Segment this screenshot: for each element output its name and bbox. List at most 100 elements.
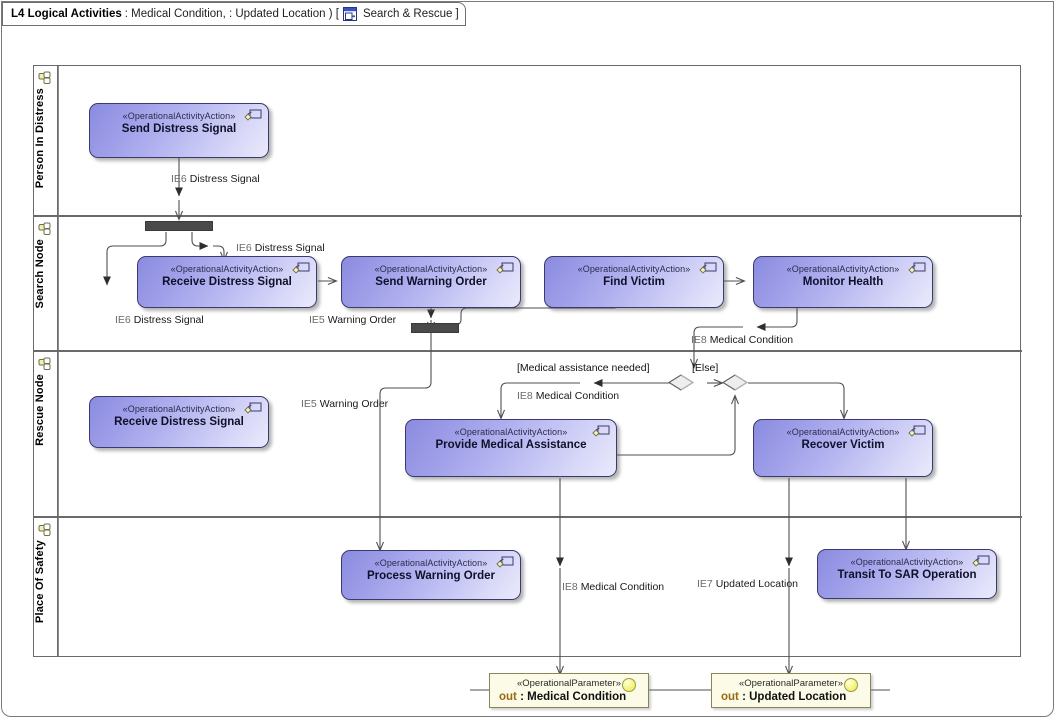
action-label: Find Victim xyxy=(603,276,665,288)
swimlane-divider xyxy=(58,518,62,656)
behavior-badge-icon xyxy=(242,109,262,125)
action-send-distress-signal[interactable]: «OperationalActivityAction» Send Distres… xyxy=(89,103,269,158)
parameter-direction: out xyxy=(721,691,739,703)
swimlane-header-rescue-node[interactable]: Rescue Node xyxy=(34,352,58,516)
parameter-out-medical-condition[interactable]: «OperationalParameter» out : Medical Con… xyxy=(489,673,649,708)
action-stereotype: «OperationalActivityAction» xyxy=(850,557,964,567)
parameter-stereotype: «OperationalParameter» xyxy=(516,678,622,689)
action-label: Transit To SAR Operation xyxy=(837,569,977,581)
action-stereotype: «OperationalActivityAction» xyxy=(122,111,236,121)
behavior-badge-icon xyxy=(970,555,990,571)
edge-label-ie8-medical-condition-1: IE8 Medical Condition xyxy=(691,334,793,346)
swimlane-label-place-of-safety: Place Of Safety xyxy=(34,540,46,624)
parameter-type: : Medical Condition xyxy=(520,691,627,703)
guard-else: [Else] xyxy=(692,362,719,374)
swimlane-divider xyxy=(58,217,62,350)
fork-node-2[interactable] xyxy=(411,323,459,333)
parameter-label: out : Updated Location xyxy=(721,691,846,703)
edge-label-ie: IE7 xyxy=(697,578,713,590)
action-label: Send Distress Signal xyxy=(121,123,237,135)
swimlane-place-of-safety: Place Of Safety xyxy=(34,518,1022,656)
edge-label-text: Medical Condition xyxy=(535,390,620,402)
action-monitor-health[interactable]: «OperationalActivityAction» Monitor Heal… xyxy=(753,256,933,308)
parameter-label: out : Medical Condition xyxy=(499,691,626,703)
diagram-title-close-bracket: ] xyxy=(455,8,459,20)
action-receive-distress-signal-rescue[interactable]: «OperationalActivityAction» Receive Dist… xyxy=(89,396,269,448)
action-stereotype: «OperationalActivityAction» xyxy=(577,264,691,274)
action-label: Process Warning Order xyxy=(366,570,496,582)
edge-label-ie: IE8 xyxy=(691,334,707,346)
edge-label-ie: IE6 xyxy=(115,314,131,326)
action-find-victim[interactable]: «OperationalActivityAction» Find Victim xyxy=(544,256,724,308)
swimlane-search-node: Search Node xyxy=(34,217,1022,352)
edge-label-ie8-medical-condition-3: IE8 Medical Condition xyxy=(562,581,664,593)
decision-node-medical[interactable] xyxy=(667,374,695,391)
action-stereotype: «OperationalActivityAction» xyxy=(170,264,284,274)
behavior-badge-icon xyxy=(697,262,717,278)
edge-label-ie5-warning-order-1: IE5 Warning Order xyxy=(309,314,396,326)
diagram-title-tab[interactable]: L4 Logical Activities : Medical Conditio… xyxy=(2,2,466,26)
behavior-badge-icon xyxy=(494,556,514,572)
fork-node-1[interactable] xyxy=(145,221,213,231)
edge-label-text: Medical Condition xyxy=(709,334,794,346)
action-label: Monitor Health xyxy=(802,276,884,288)
action-label: Send Warning Order xyxy=(375,276,487,288)
action-transit-to-sar-operation[interactable]: «OperationalActivityAction» Transit To S… xyxy=(817,549,997,599)
swimlane-divider xyxy=(58,66,62,215)
node-icon xyxy=(38,357,54,373)
action-provide-medical-assistance[interactable]: «OperationalActivityAction» Provide Medi… xyxy=(405,419,617,477)
action-stereotype: «OperationalActivityAction» xyxy=(786,427,900,437)
behavior-badge-icon xyxy=(494,262,514,278)
swimlane-person-in-distress: Person In Distress xyxy=(34,66,1022,217)
action-send-warning-order[interactable]: «OperationalActivityAction» Send Warning… xyxy=(341,256,521,308)
swimlane-header-person-in-distress[interactable]: Person In Distress xyxy=(34,66,58,215)
edge-label-ie8-medical-condition-2: IE8 Medical Condition xyxy=(517,390,619,402)
action-stereotype: «OperationalActivityAction» xyxy=(374,558,488,568)
edge-label-ie6-distress-signal-2: IE6 Distress Signal xyxy=(236,242,325,254)
activity-diagram-icon xyxy=(342,7,357,21)
diagram-title: L4 Logical Activities xyxy=(11,8,122,20)
edge-label-text: Updated Location xyxy=(715,578,799,590)
edge-label-ie: IE8 xyxy=(562,581,578,593)
action-label: Receive Distress Signal xyxy=(162,276,292,288)
swimlane-label-rescue-node: Rescue Node xyxy=(34,374,46,446)
action-process-warning-order[interactable]: «OperationalActivityAction» Process Warn… xyxy=(341,550,521,600)
behavior-badge-icon xyxy=(290,262,310,278)
swimlane-label-person-in-distress: Person In Distress xyxy=(34,88,46,189)
diagram-context-label: Search & Rescue xyxy=(362,8,453,20)
diagram-parameters: : Medical Condition, : Updated Location … xyxy=(124,8,339,20)
swimlane-header-search-node[interactable]: Search Node xyxy=(34,217,58,350)
action-receive-distress-signal-search[interactable]: «OperationalActivityAction» Receive Dist… xyxy=(137,256,317,308)
action-stereotype: «OperationalActivityAction» xyxy=(786,264,900,274)
action-stereotype: «OperationalActivityAction» xyxy=(374,264,488,274)
behavior-badge-icon xyxy=(906,262,926,278)
swimlane-label-search-node: Search Node xyxy=(34,239,46,309)
parameter-ball-icon xyxy=(844,678,858,692)
behavior-badge-icon xyxy=(906,425,926,441)
edge-label-ie: IE5 xyxy=(309,314,325,326)
edge-label-text: Distress Signal xyxy=(189,173,260,185)
edge-label-ie6-distress-signal-1: IE6 Distress Signal xyxy=(171,173,260,185)
edge-label-ie: IE5 xyxy=(301,398,317,410)
action-stereotype: «OperationalActivityAction» xyxy=(454,427,568,437)
edge-label-ie: IE8 xyxy=(517,390,533,402)
node-icon xyxy=(38,222,54,238)
action-label: Receive Distress Signal xyxy=(114,416,244,428)
edge-label-ie: IE6 xyxy=(171,173,187,185)
action-recover-victim[interactable]: «OperationalActivityAction» Recover Vict… xyxy=(753,419,933,477)
edge-label-ie7-updated-location: IE7 Updated Location xyxy=(697,578,798,590)
edge-label-ie: IE6 xyxy=(236,242,252,254)
node-icon xyxy=(38,71,54,87)
swimlane-rescue-node: Rescue Node xyxy=(34,352,1022,518)
edge-label-text: Warning Order xyxy=(327,314,397,326)
merge-node-else[interactable] xyxy=(721,374,749,391)
action-label: Recover Victim xyxy=(801,439,885,451)
behavior-badge-icon xyxy=(242,402,262,418)
swimlane-divider xyxy=(58,352,62,516)
edge-label-text: Warning Order xyxy=(319,398,389,410)
parameter-out-updated-location[interactable]: «OperationalParameter» out : Updated Loc… xyxy=(711,673,871,708)
edge-label-text: Medical Condition xyxy=(580,581,665,593)
node-icon xyxy=(38,523,54,539)
edge-label-text: Distress Signal xyxy=(133,314,204,326)
swimlane-header-place-of-safety[interactable]: Place Of Safety xyxy=(34,518,58,656)
